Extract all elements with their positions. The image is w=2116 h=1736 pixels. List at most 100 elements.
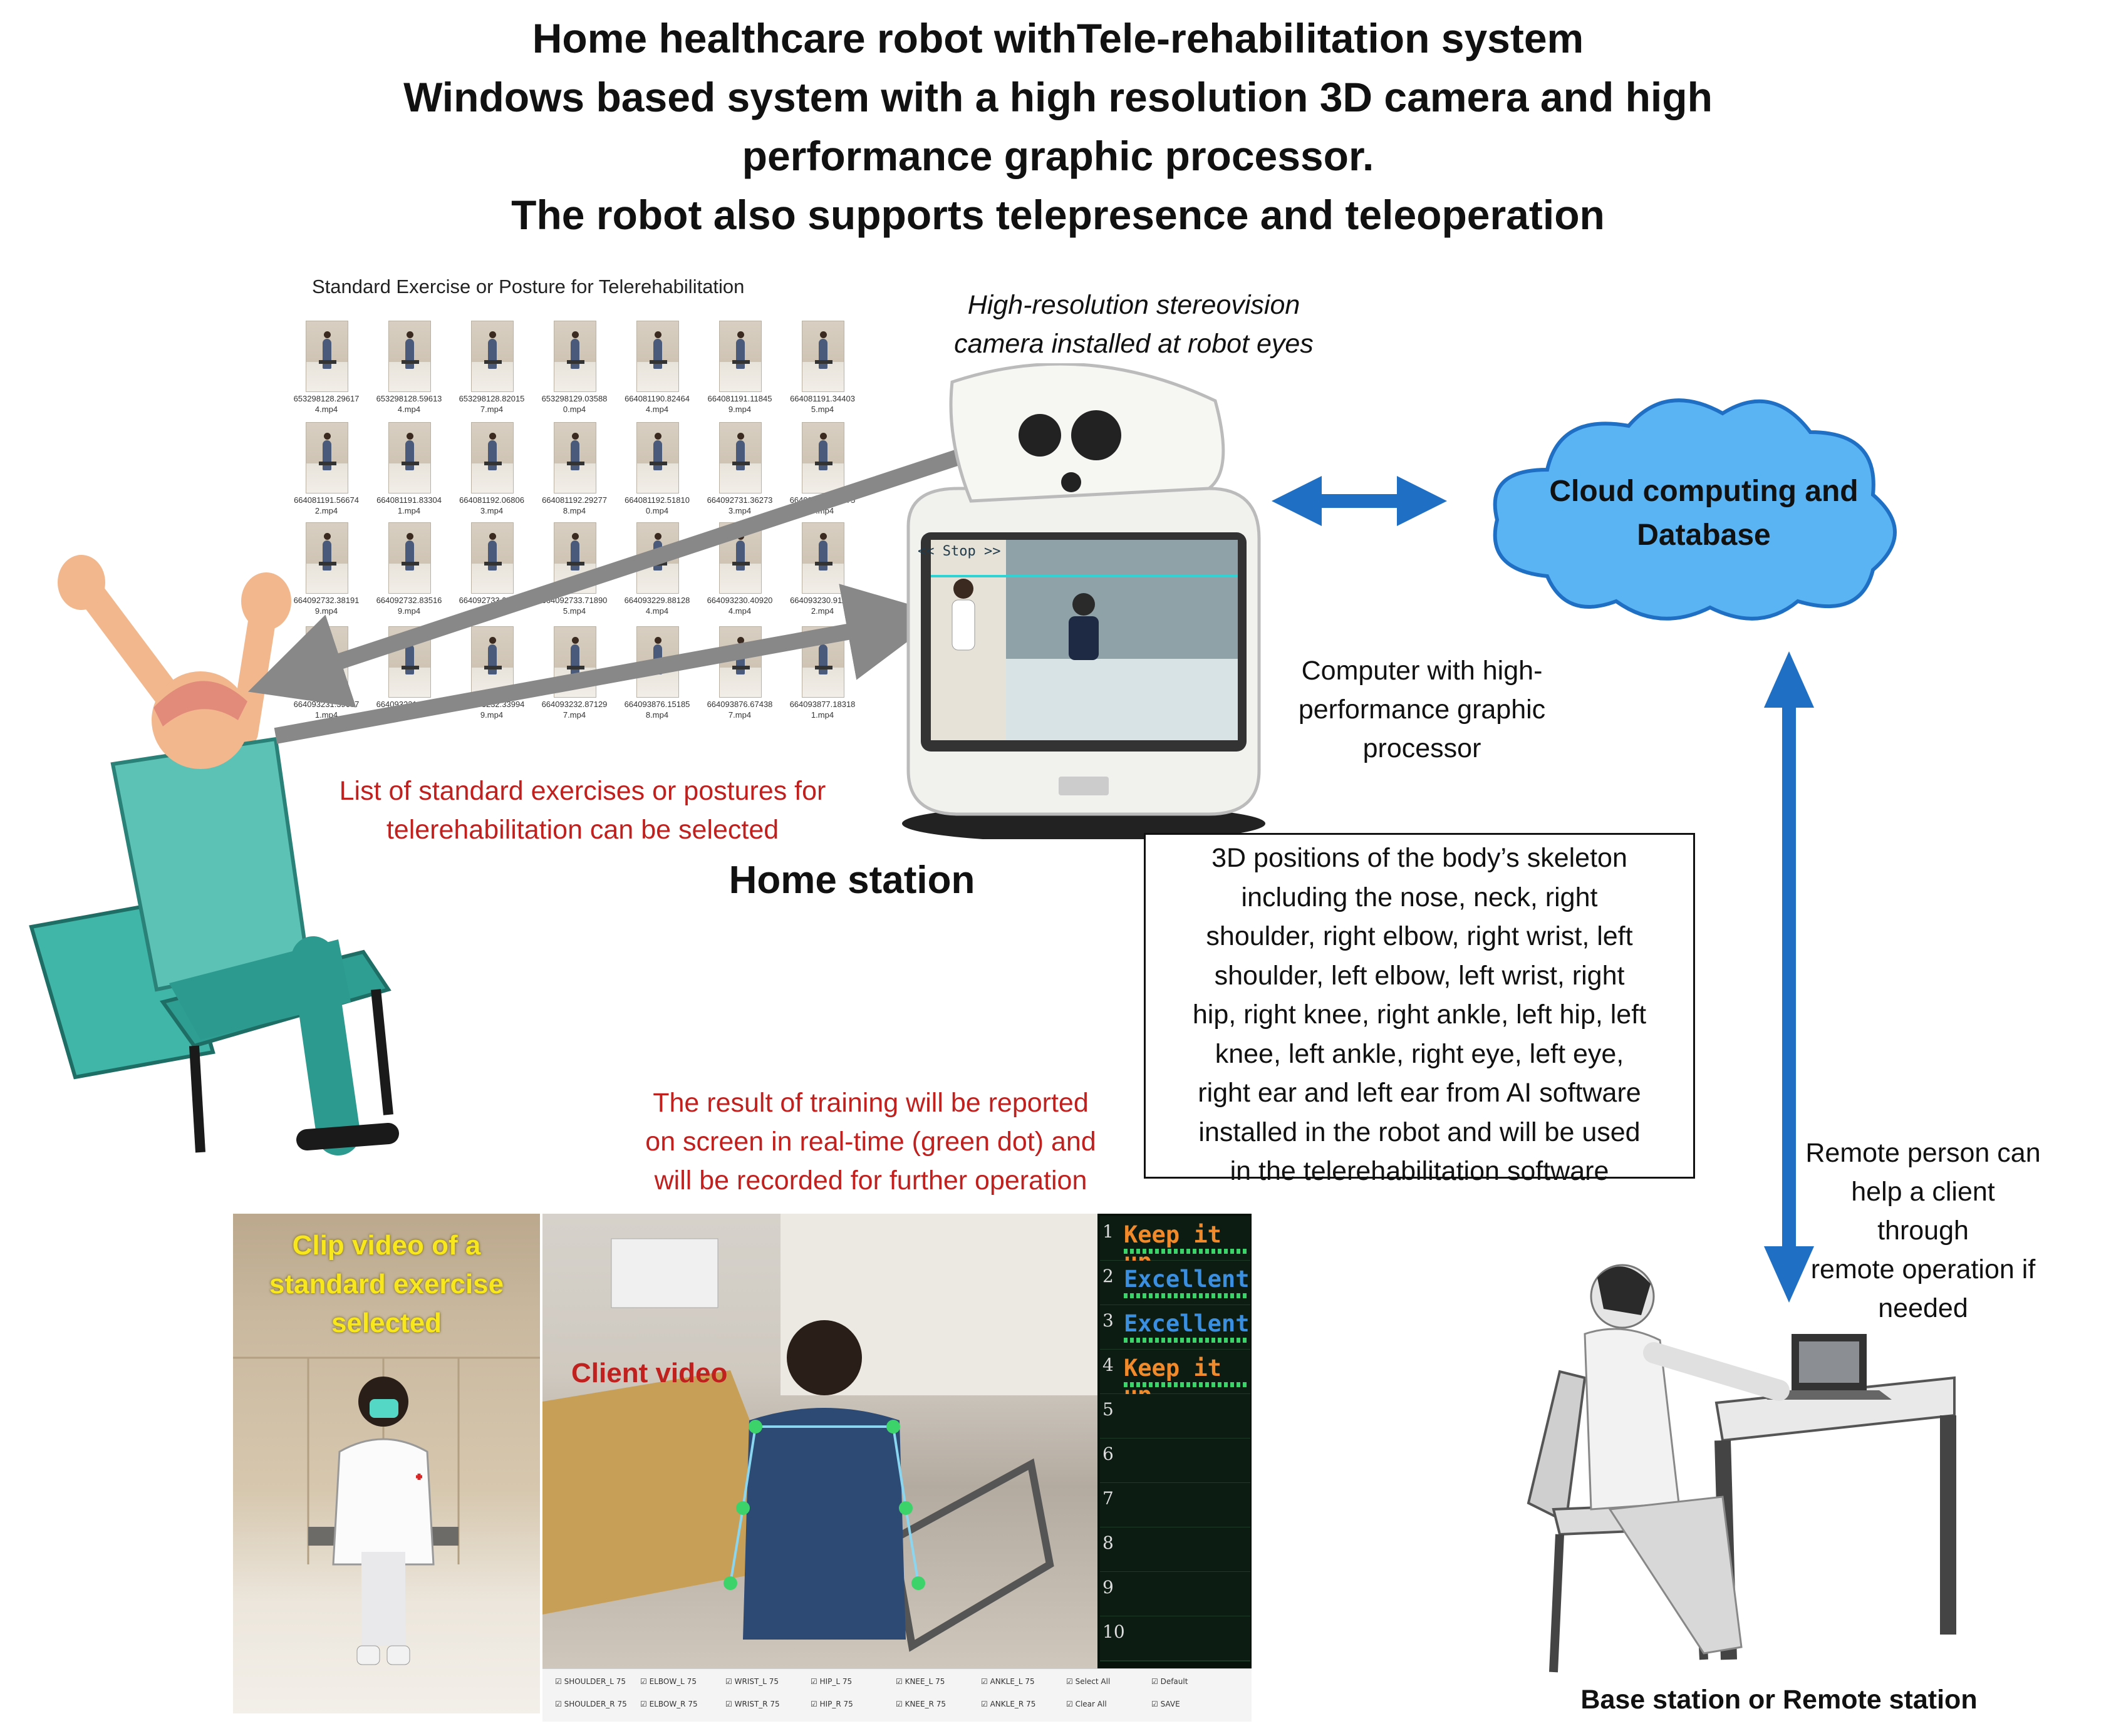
result-line-3: will be recorded for further operation <box>654 1165 1087 1196</box>
title-line-4: The robot also supports telepresence and… <box>511 192 1605 238</box>
computer-label-line-2: performance graphic <box>1298 695 1546 725</box>
joint-checkbox[interactable]: ☑ Default <box>1151 1677 1188 1686</box>
exercise-thumbnail[interactable] <box>388 522 431 594</box>
joint-checkbox[interactable]: ☑ KNEE_L 75 <box>896 1677 945 1686</box>
exercise-thumbnail[interactable] <box>471 422 514 493</box>
checkbox-icon: ☑ <box>1151 1677 1161 1686</box>
camera-label-line-1: High-resolution stereovision <box>967 290 1300 320</box>
score-number: 6 <box>1102 1444 1114 1464</box>
exercise-thumbnail[interactable] <box>636 321 679 392</box>
exercise-filename: 664081191.11845 9.mp4 <box>707 394 772 414</box>
score-row: 6 <box>1100 1439 1250 1484</box>
checkbox-icon: ☑ <box>811 1677 820 1686</box>
exercise-thumbnail[interactable] <box>802 422 844 493</box>
client-head <box>787 1320 862 1395</box>
exercise-thumbnail[interactable] <box>636 422 679 493</box>
checkbox-label: Clear All <box>1075 1700 1107 1708</box>
client-video-label: Client video <box>571 1358 728 1388</box>
joint-checkbox[interactable]: ☑ ANKLE_R 75 <box>981 1700 1035 1708</box>
joint-checkbox[interactable]: ☑ ANKLE_L 75 <box>981 1677 1035 1686</box>
joint-checkbox[interactable]: ☑ Clear All <box>1066 1700 1107 1708</box>
robot-badge <box>1059 777 1109 795</box>
exercise-thumbnail[interactable] <box>471 522 514 594</box>
joint-checkbox[interactable]: ☑ SHOULDER_R 75 <box>555 1700 627 1708</box>
joint-checkbox[interactable]: ☑ Select All <box>1066 1677 1110 1686</box>
result-caption: The result of training will be reported … <box>601 1083 1140 1200</box>
score-progress-dots <box>1124 1338 1247 1343</box>
robot-camera-lens <box>1061 472 1081 492</box>
base-station-label: Base station or Remote station <box>1580 1685 1978 1715</box>
lower-leg <box>291 936 360 1155</box>
exercise-filename: 664081190.82464 4.mp4 <box>625 394 690 414</box>
checkbox-label: Select All <box>1075 1677 1111 1686</box>
exercise-thumbnail[interactable] <box>554 321 596 392</box>
remote-person-arm <box>1643 1342 1790 1401</box>
computer-label-line-1: Computer with high- <box>1301 656 1543 686</box>
cloud-label: Cloud computing and Database <box>1528 470 1879 557</box>
checkbox-icon: ☑ <box>896 1677 905 1686</box>
cloud-label-line-2: Database <box>1637 519 1771 552</box>
exercise-filename: 664081191.56674 2.mp4 <box>294 495 359 515</box>
joint-checkbox[interactable]: ☑ KNEE_R 75 <box>896 1700 946 1708</box>
checkbox-label: SAVE <box>1160 1700 1180 1708</box>
exercise-thumbnail[interactable] <box>802 522 844 594</box>
exercise-thumbnail[interactable] <box>802 321 844 392</box>
clip-mask <box>370 1399 398 1418</box>
joint-checkbox[interactable]: ☑ HIP_R 75 <box>811 1700 853 1708</box>
title-line-1: Home healthcare robot withTele-rehabilit… <box>532 15 1584 61</box>
joint-checkbox[interactable]: ☑ ELBOW_R 75 <box>640 1700 698 1708</box>
remote-station-illustration <box>1527 1264 1956 1673</box>
gray-arrow-to-robot <box>274 584 944 744</box>
joint-checkbox[interactable]: ☑ ELBOW_L 75 <box>640 1677 697 1686</box>
checkbox-label: HIP_L 75 <box>819 1677 853 1686</box>
printer <box>611 1238 718 1308</box>
title-line-2: Windows based system with a high resolut… <box>403 74 1713 120</box>
remote-chair-back <box>1527 1370 1587 1524</box>
checkbox-icon: ☑ <box>555 1700 564 1708</box>
checkbox-icon: ☑ <box>725 1677 735 1686</box>
joint-checkbox-strip <box>542 1668 1252 1722</box>
exercise-thumbnail[interactable] <box>719 321 762 392</box>
remote-line-1: Remote person can <box>1805 1138 2041 1168</box>
exercise-filename: 664092731.36273 3.mp4 <box>707 495 773 515</box>
score-row: 9 <box>1100 1572 1250 1617</box>
home-station-label: Home station <box>729 859 975 902</box>
checkbox-label: WRIST_R 75 <box>734 1700 780 1708</box>
exercise-thumbnail[interactable] <box>306 522 348 594</box>
laptop-keyboard <box>1766 1390 1892 1400</box>
exercise-thumbnail[interactable] <box>306 422 348 493</box>
robot-eye-right <box>1071 410 1121 460</box>
checkbox-label: WRIST_L 75 <box>734 1677 779 1686</box>
checkbox-icon: ☑ <box>725 1700 735 1708</box>
joint-checkbox[interactable]: ☑ SAVE <box>1151 1700 1180 1708</box>
score-row: 5 <box>1100 1394 1250 1439</box>
patient-illustration <box>29 555 399 1155</box>
clip-video-line-3: selected <box>331 1308 442 1338</box>
joint-checkbox[interactable]: ☑ HIP_L 75 <box>811 1677 852 1686</box>
score-number: 5 <box>1102 1399 1114 1420</box>
joint-checkbox[interactable]: ☑ SHOULDER_L 75 <box>555 1677 626 1686</box>
checkbox-label: Default <box>1160 1677 1188 1686</box>
checkbox-label: ANKLE_L 75 <box>990 1677 1035 1686</box>
exercise-thumbnail[interactable] <box>388 422 431 493</box>
exercise-thumbnail[interactable] <box>306 321 348 392</box>
checkbox-icon: ☑ <box>981 1677 990 1686</box>
screen-clip-head <box>953 579 973 599</box>
chair-leg-1 <box>189 1045 205 1153</box>
exercise-thumbnail[interactable] <box>719 422 762 493</box>
joint-checkbox[interactable]: ☑ WRIST_L 75 <box>725 1677 779 1686</box>
remote-person-hair <box>1597 1266 1651 1315</box>
skeleton-info-box: 3D positions of the body’s skeleton incl… <box>1144 833 1695 1186</box>
score-text: Excellent <box>1124 1310 1250 1337</box>
exercise-thumbnail[interactable] <box>554 422 596 493</box>
exercise-thumbnail[interactable] <box>471 321 514 392</box>
exercise-filename: 664081192.06806 3.mp4 <box>459 495 524 515</box>
joint-checkbox[interactable]: ☑ WRIST_R 75 <box>725 1700 780 1708</box>
exercise-thumbnail[interactable] <box>388 321 431 392</box>
robot-illustration <box>902 363 1265 839</box>
checkbox-label: ANKLE_R 75 <box>990 1700 1036 1708</box>
exercise-filename: 653298128.82015 7.mp4 <box>459 394 525 414</box>
